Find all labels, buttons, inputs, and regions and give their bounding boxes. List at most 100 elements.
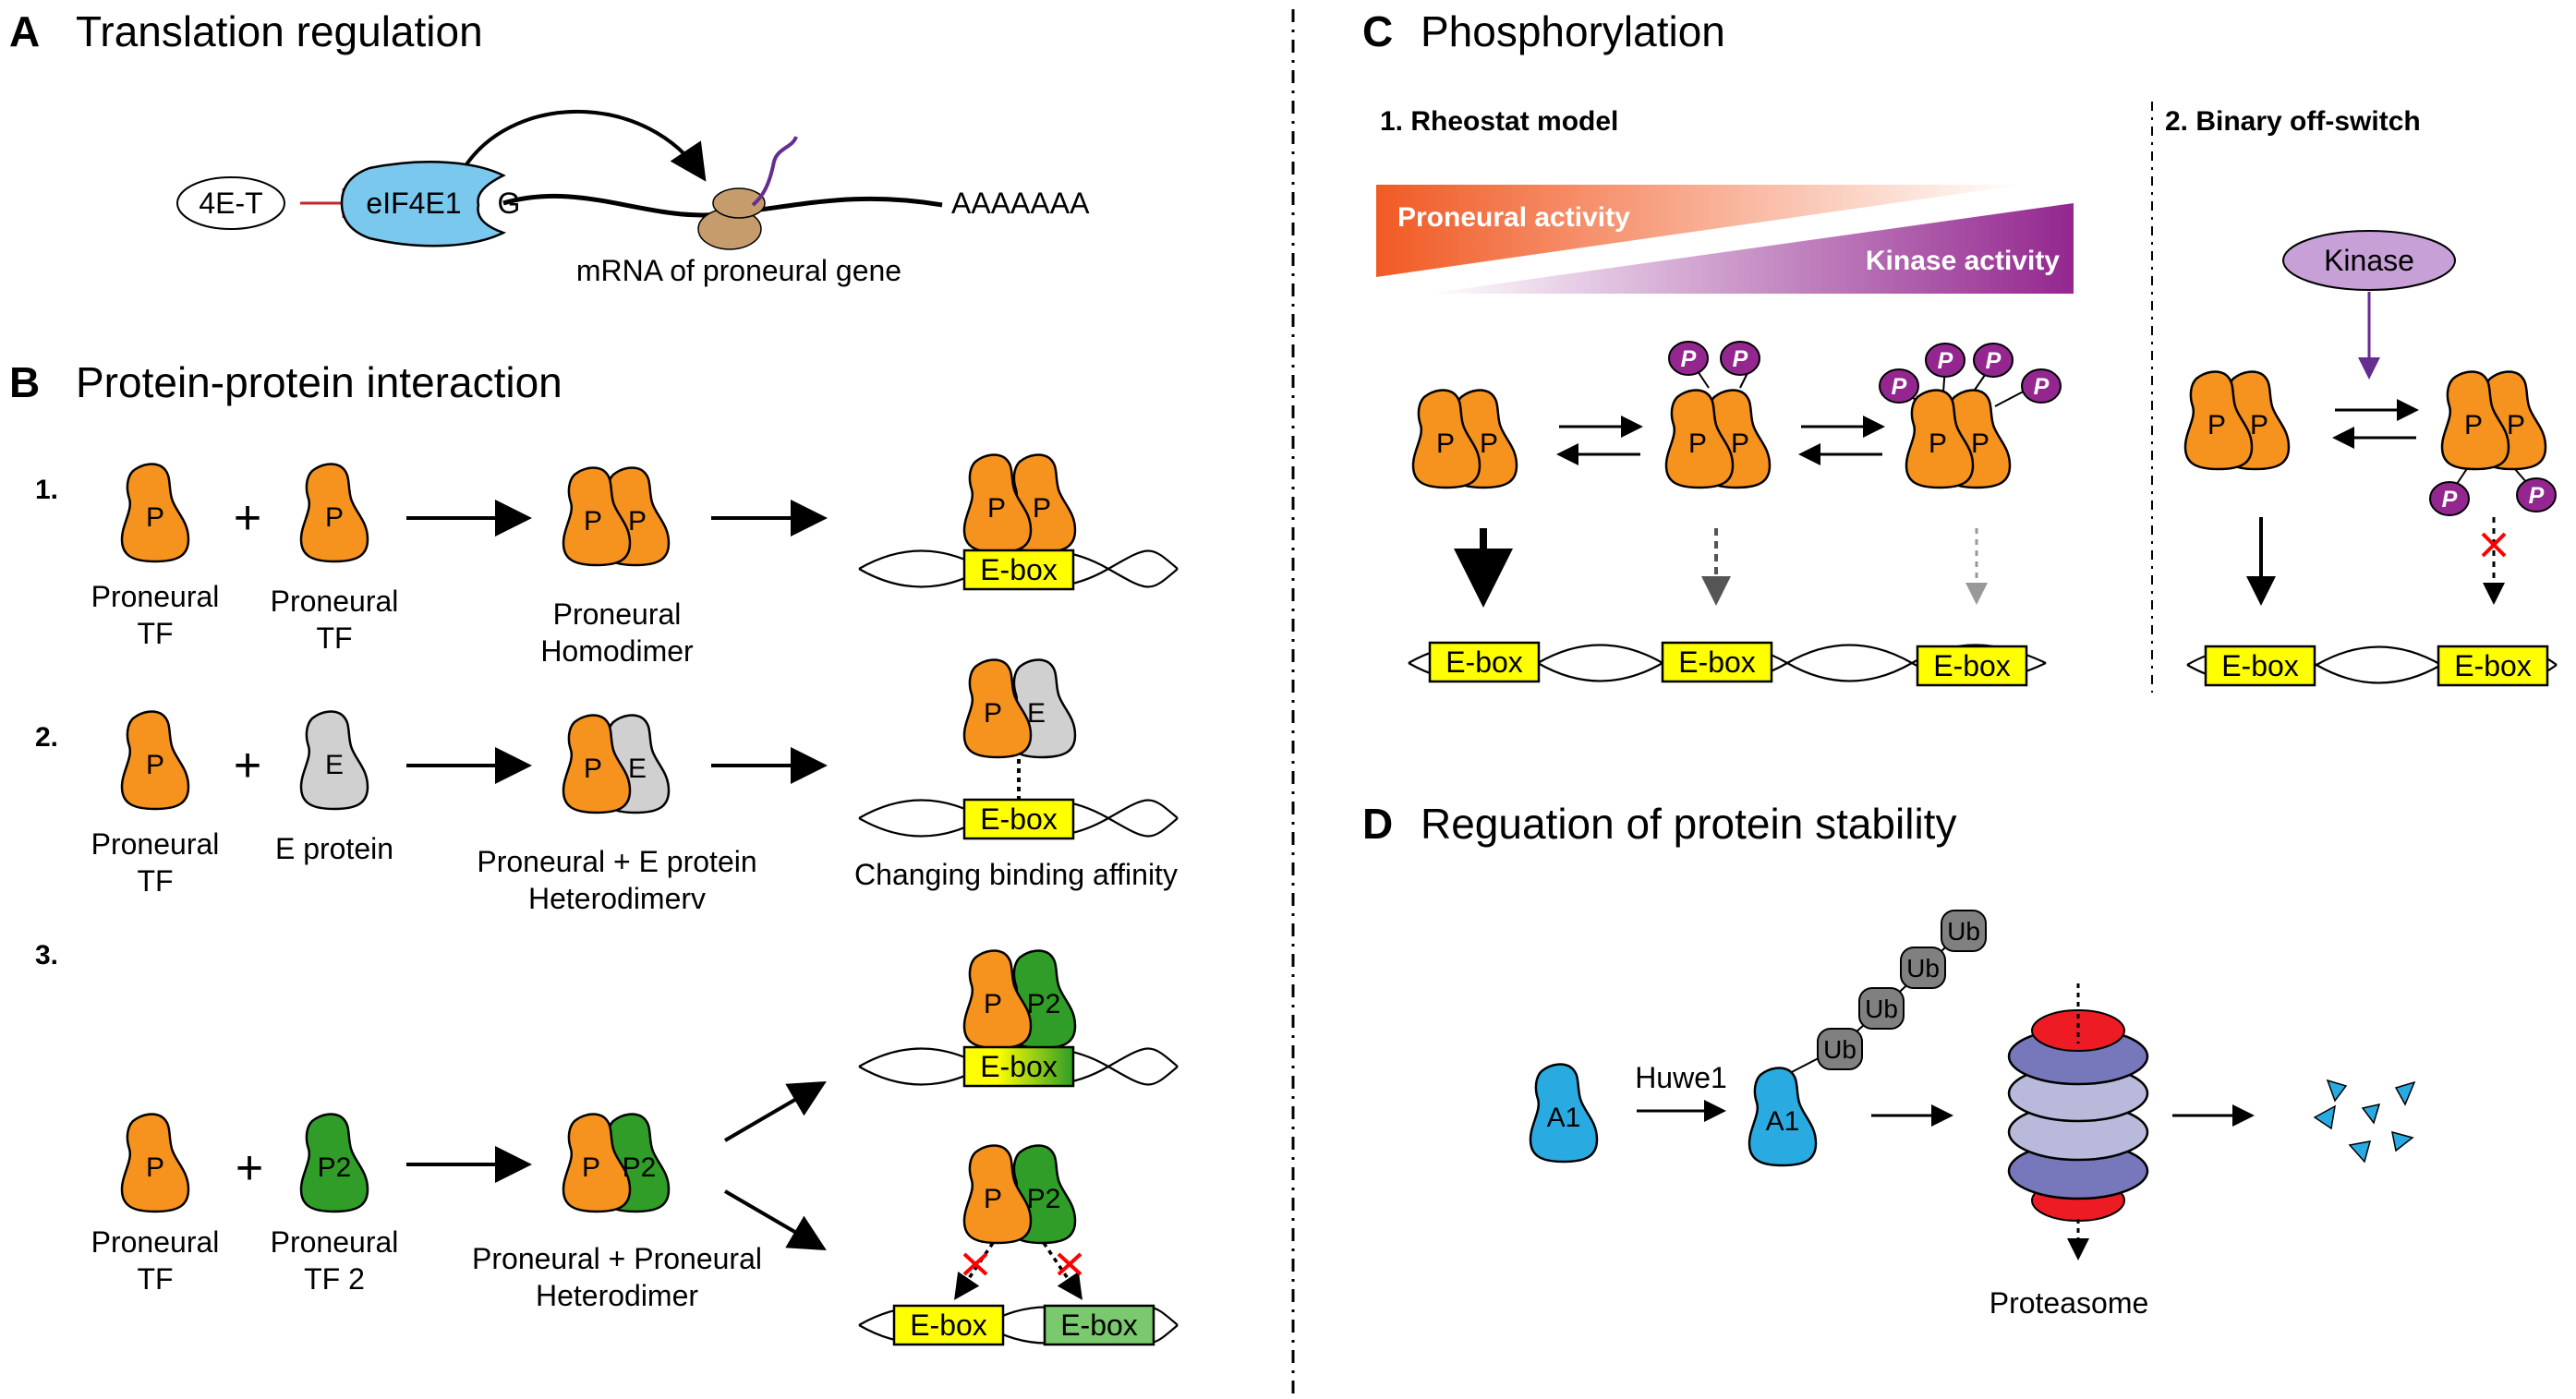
blocked-binding-right: [1042, 1242, 1082, 1300]
dimer-right-label: P2: [623, 1152, 657, 1183]
a1-label: A1: [1547, 1103, 1581, 1133]
phosphate-label: P: [1892, 374, 1907, 400]
phosphate-label: P: [2034, 374, 2050, 400]
mol-name-line2: TF: [137, 864, 173, 898]
proneural-activity-gradient: [1376, 185, 2023, 277]
monomer-label: P: [146, 502, 164, 533]
dimer-left-label: P: [582, 1152, 600, 1183]
blocked-binding-left: [954, 1242, 995, 1300]
mol-name-line2: TF: [137, 617, 173, 650]
translation-arrow: [465, 109, 707, 182]
e-box-label: E-box: [2454, 649, 2532, 682]
panel-d: D Reguation of protein stability A1 Huwe…: [1362, 800, 2416, 1320]
monomer-label: P: [146, 1152, 164, 1183]
panel-c-title: Phosphorylation: [1421, 7, 1725, 55]
mol-name-line1: Proneural: [271, 1225, 399, 1259]
monomer-label: P: [325, 502, 344, 533]
panel-letter-c: C: [1362, 7, 1393, 55]
panel-c: C Phosphorylation 1. Rheostat model Pron…: [1362, 7, 2558, 687]
e-box: [962, 549, 1075, 591]
dimer-label: P: [1480, 428, 1498, 459]
dimer-label: P: [2507, 410, 2525, 440]
dimer-right-label: P: [628, 506, 647, 537]
ribosome-small-subunit: [712, 187, 766, 219]
ubiquitin-label: Ub: [1947, 917, 1980, 946]
mrna-label: mRNA of proneural gene: [576, 254, 901, 287]
phosphate-label: P: [1938, 348, 1953, 374]
e-box: [1916, 645, 2028, 687]
dimer-label: P: [1971, 428, 1989, 459]
dimer-label: P: [1929, 428, 1947, 459]
mol-name-line2: TF 2: [304, 1262, 365, 1296]
e-box-label: E-box: [1678, 645, 1756, 679]
phosphate-label: P: [1733, 346, 1748, 372]
dimer-name-line2: Homodimer: [540, 634, 694, 668]
row-1: 1. P Proneural TF + P Proneural TF P P P…: [35, 453, 1179, 668]
e-box-label: E-box: [1060, 1309, 1138, 1342]
dimer-label: P: [1436, 428, 1455, 459]
ubiquitin-label: Ub: [1906, 954, 1940, 983]
dimer-name-line1: Proneural + Proneural: [472, 1242, 762, 1275]
mol-name-line2: TF: [137, 1262, 173, 1296]
branch-arrow-up: [723, 1080, 827, 1142]
e-box-label: E-box: [910, 1309, 987, 1342]
mol-name-line2: TF: [316, 621, 352, 655]
dimer-label: P: [2464, 410, 2483, 440]
e-box-label: E-box: [980, 553, 1058, 586]
e-box: [2204, 645, 2316, 687]
panel-b-title: Protein-protein interaction: [76, 358, 562, 406]
dimer-name-line2: Heterodimerv: [528, 882, 706, 915]
panel-letter-b: B: [9, 358, 40, 406]
a1-label: A1: [1766, 1106, 1800, 1137]
dimer-label: P: [1688, 428, 1707, 459]
dimer-name-line1: Proneural: [553, 597, 682, 631]
model-1-title: 1. Rheostat model: [1380, 106, 1618, 137]
bound-right-label: E: [1027, 698, 1046, 729]
block-cross-right: [1057, 1252, 1082, 1276]
bound-left-label: P: [984, 989, 1002, 1019]
bound-left-label: P: [984, 698, 1002, 729]
proneural-activity-label: Proneural activity: [1397, 202, 1630, 233]
branch-arrow-down: [723, 1189, 827, 1251]
e-box: [892, 1304, 1005, 1346]
inhibitor-label: 4E-T: [199, 187, 262, 220]
block-cross: [2481, 532, 2507, 558]
plus-sign: +: [236, 1141, 263, 1195]
phosphate-label: P: [2442, 487, 2458, 513]
rheostat-model: 1. Rheostat model Proneural activity Kin…: [1376, 106, 2074, 687]
monomer-label: E: [325, 750, 344, 780]
mol-name: E protein: [275, 832, 393, 865]
proteasome-cap-top: [2031, 1009, 2125, 1052]
panel-a: A Translation regulation 4E-T eIF4E1 G A…: [9, 7, 1090, 287]
ubiquitin: [1941, 910, 1987, 952]
row-3-number: 3.: [35, 940, 58, 971]
mol-name-line1: Proneural: [91, 580, 220, 613]
ubiquitin-label: Ub: [1865, 995, 1898, 1023]
eif4e1-label: eIF4E1: [366, 187, 461, 220]
inhibitor-4et: [176, 176, 285, 230]
panel-letter-d: D: [1362, 800, 1393, 848]
dimer-name-line1: Proneural + E protein: [477, 845, 756, 878]
plus-sign: +: [234, 739, 261, 792]
row-2-number: 2.: [35, 722, 58, 753]
dimer-left-label: P: [584, 506, 602, 537]
panel-d-title: Reguation of protein stability: [1421, 800, 1956, 848]
kinase-activity-gradient: [1427, 203, 2074, 294]
ubiquitin-label: Ub: [1823, 1035, 1856, 1064]
phosphate-label: P: [1986, 348, 2002, 374]
poly-a-label: AAAAAAA: [951, 187, 1090, 220]
e-box: [2437, 645, 2549, 687]
panel-b: B Protein-protein interaction 1. P Prone…: [9, 358, 1179, 1346]
row-1-number: 1.: [35, 475, 58, 505]
phosphate-label: P: [2529, 483, 2545, 509]
panel-letter-a: A: [9, 7, 40, 55]
kinase-activity-label: Kinase activity: [1866, 246, 2060, 276]
unbound-right-label: P2: [1027, 1184, 1061, 1214]
eif4e1-factor: [340, 161, 507, 247]
kinase: [2282, 230, 2456, 291]
e-box-label: E-box: [1933, 649, 2011, 682]
block-cross-left: [962, 1252, 988, 1276]
monomer-label: P: [146, 750, 164, 780]
e-box: [962, 1045, 1075, 1088]
